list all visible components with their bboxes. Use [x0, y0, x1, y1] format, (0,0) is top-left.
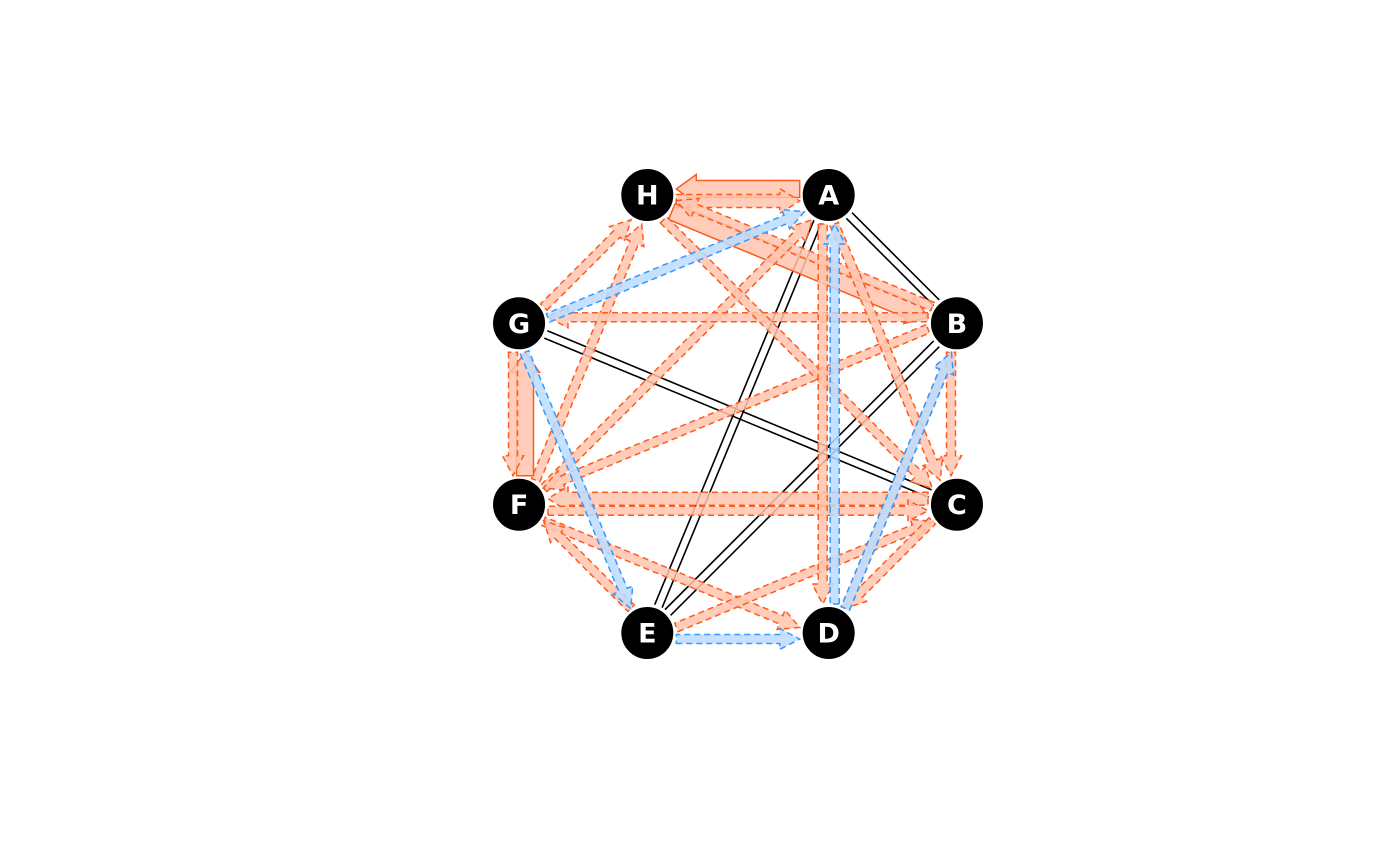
- edge-F-A: [539, 218, 814, 493]
- edge-arrow-orange: [675, 187, 802, 215]
- edge-arrow-blue: [822, 222, 847, 605]
- node-circle: [928, 476, 985, 533]
- edge-line: [845, 217, 935, 307]
- node-label: A: [818, 181, 839, 212]
- edge-arrow-orange: [539, 218, 814, 493]
- node-label: F: [510, 490, 528, 521]
- edge-A-D: [810, 223, 835, 606]
- edge-E-B: [670, 346, 940, 616]
- edge-arrow-orange: [829, 221, 944, 482]
- node-E[interactable]: E: [619, 604, 676, 661]
- edge-arrow-orange: [659, 215, 934, 490]
- edge-A-B: [845, 217, 935, 307]
- edge-arrow-orange: [539, 218, 633, 312]
- edge-arrow-orange: [810, 223, 835, 606]
- edge-E-D: [675, 627, 802, 651]
- node-circle: [619, 604, 676, 661]
- edge-arrow-blue: [519, 349, 634, 610]
- node-label: D: [817, 618, 839, 649]
- edge-A-C: [829, 221, 944, 482]
- node-label: G: [508, 309, 530, 340]
- node-circle: [800, 604, 857, 661]
- edge-E-C: [673, 518, 934, 633]
- node-D[interactable]: D: [800, 604, 857, 661]
- edge-F-D: [540, 516, 802, 631]
- edge-arrow-orange: [542, 519, 636, 613]
- edge-D-A: [822, 222, 847, 605]
- edge-H-C: [659, 215, 934, 490]
- edges-layer: [501, 173, 963, 651]
- node-C[interactable]: C: [928, 476, 985, 533]
- edge-B-C: [939, 351, 963, 478]
- node-circle: [800, 167, 857, 224]
- edge-arrow-orange: [939, 351, 963, 478]
- node-A[interactable]: A: [800, 167, 857, 224]
- edge-arrow-blue: [675, 627, 802, 651]
- edge-F-C: [547, 498, 930, 523]
- edge-B-E: [664, 340, 935, 611]
- nodes-layer: A B C D E F G H: [491, 167, 985, 661]
- edge-line: [851, 212, 940, 301]
- node-F[interactable]: F: [491, 476, 548, 533]
- edge-arrow-orange: [673, 518, 934, 633]
- edge-B-H: [674, 197, 936, 312]
- node-label: B: [947, 309, 968, 340]
- edge-G-F: [501, 351, 525, 478]
- node-B[interactable]: B: [928, 295, 985, 352]
- edge-E-A: [661, 223, 823, 609]
- edge-line: [543, 337, 929, 499]
- edge-G-H: [539, 218, 633, 312]
- edge-arrow-orange: [501, 351, 525, 478]
- edge-H-A: [675, 187, 802, 215]
- edge-arrow-orange: [540, 516, 802, 631]
- edge-G-A: [545, 208, 806, 323]
- node-label: E: [638, 618, 656, 649]
- edge-line: [661, 223, 823, 609]
- edge-line: [670, 346, 940, 616]
- node-label: H: [636, 181, 659, 212]
- edge-arrow-orange: [674, 197, 936, 312]
- node-H[interactable]: H: [619, 167, 676, 224]
- edge-B-A: [851, 212, 940, 301]
- node-label: C: [947, 490, 967, 521]
- node-circle: [491, 295, 548, 352]
- edge-arrow-blue: [545, 208, 806, 323]
- node-circle: [928, 295, 985, 352]
- edge-arrow-orange: [547, 498, 930, 523]
- edge-arrow-blue: [840, 350, 955, 612]
- edge-G-C: [543, 337, 929, 499]
- node-circle: [491, 476, 548, 533]
- edge-line: [664, 340, 935, 611]
- node-G[interactable]: G: [491, 295, 548, 352]
- node-circle: [619, 167, 676, 224]
- edge-E-F: [542, 519, 636, 613]
- edge-G-E: [519, 349, 634, 610]
- edge-D-B: [840, 350, 955, 612]
